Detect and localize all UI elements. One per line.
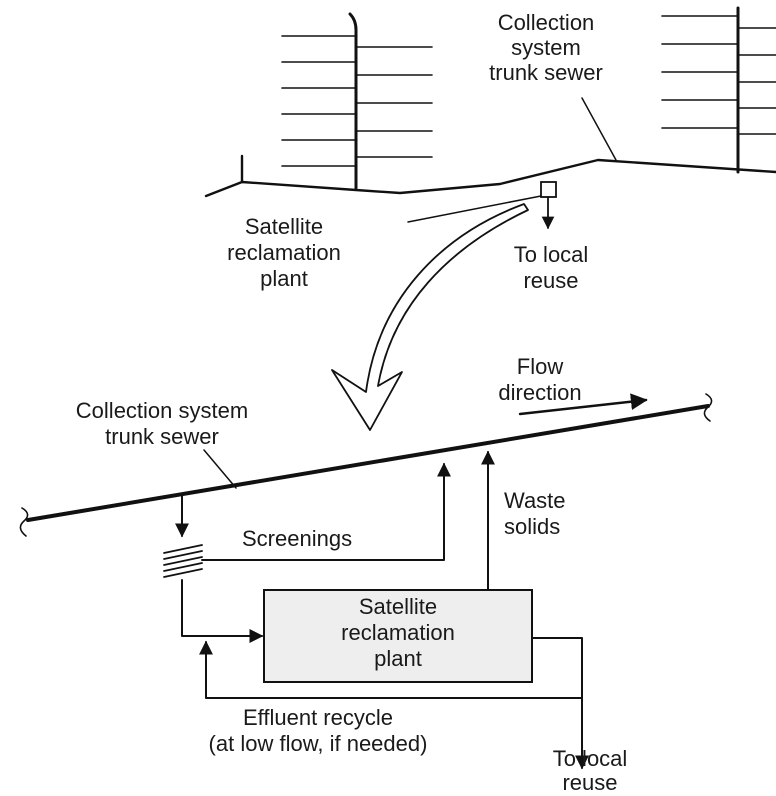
detail-plant-label-line-1: Satellite bbox=[359, 594, 437, 619]
top-local-reuse-label-line-1: To local bbox=[514, 242, 589, 267]
top-trunk-sewer-label-line-3: trunk sewer bbox=[489, 60, 603, 85]
right-lateral-sewer bbox=[661, 6, 776, 174]
top-satellite-plant-label-line-1: Satellite bbox=[245, 214, 323, 239]
flow-direction-label-line-2: direction bbox=[498, 380, 581, 405]
top-satellite-plant-label: Satellite reclamation plant bbox=[227, 214, 341, 291]
detail-local-reuse-label-line-1: To local bbox=[553, 746, 628, 771]
detail-trunk-sewer-label-line-2: trunk sewer bbox=[105, 424, 219, 449]
effluent-recycle-label: Effluent recycle (at low flow, if needed… bbox=[209, 705, 428, 756]
top-satellite-plant-label-line-2: reclamation bbox=[227, 240, 341, 265]
effluent-to-local-reuse-arrow bbox=[531, 637, 589, 770]
screenings-label: Screenings bbox=[242, 526, 352, 551]
detail-local-reuse-label-line-2: reuse bbox=[562, 770, 617, 795]
detail-trunk-sewer bbox=[26, 404, 710, 522]
detail-local-reuse-label: To local reuse bbox=[553, 746, 628, 795]
flow-direction-label: Flow direction bbox=[498, 354, 581, 405]
trunk-sewer-leader-line bbox=[581, 97, 617, 161]
top-trunk-sewer-label-line-1: Collection bbox=[498, 10, 595, 35]
top-satellite-plant-label-line-3: plant bbox=[260, 266, 308, 291]
screenings-return-arrow bbox=[201, 462, 451, 561]
detail-view: Satellite reclamation plant Collection s… bbox=[19, 354, 713, 795]
waste-solids-label-line-1: Waste bbox=[504, 488, 566, 513]
satellite-plant-box bbox=[540, 181, 557, 198]
waste-solids-label: Waste solids bbox=[504, 488, 566, 539]
trunk-break-right bbox=[703, 393, 713, 422]
screen-to-plant-arrow bbox=[181, 579, 264, 643]
satellite-plant-leader-line bbox=[407, 195, 542, 223]
satellite-reclamation-plant-box bbox=[263, 589, 533, 683]
waste-solids-label-line-2: solids bbox=[504, 514, 560, 539]
top-trunk-sewer-label: Collection system trunk sewer bbox=[489, 10, 603, 85]
effluent-recycle-arrow bbox=[199, 640, 583, 699]
detail-trunk-sewer-label: Collection system trunk sewer bbox=[76, 398, 248, 449]
flow-direction-label-line-1: Flow bbox=[517, 354, 564, 379]
trunk-break-left bbox=[19, 507, 29, 537]
detail-plant-label-line-2: reclamation bbox=[341, 620, 455, 645]
effluent-recycle-label-line-2: (at low flow, if needed) bbox=[209, 731, 428, 756]
detail-plant-label: Satellite reclamation plant bbox=[341, 594, 455, 671]
detail-plant-label-line-3: plant bbox=[374, 646, 422, 671]
zoom-callout-arrow bbox=[331, 203, 529, 431]
detail-trunk-sewer-label-line-1: Collection system bbox=[76, 398, 248, 423]
effluent-recycle-label-line-1: Effluent recycle bbox=[243, 705, 393, 730]
top-local-reuse-label: To local reuse bbox=[514, 242, 589, 293]
screen-symbol bbox=[163, 544, 203, 578]
flow-direction-arrow bbox=[518, 393, 648, 416]
top-local-reuse-label-line-2: reuse bbox=[523, 268, 578, 293]
left-lateral-sewer bbox=[281, 12, 433, 190]
top-trunk-sewer bbox=[204, 154, 776, 198]
top-view: Collection system trunk sewer Satellite … bbox=[204, 6, 776, 293]
top-trunk-sewer-label-line-2: system bbox=[511, 35, 581, 60]
detail-trunk-sewer-leader-line bbox=[203, 449, 237, 489]
